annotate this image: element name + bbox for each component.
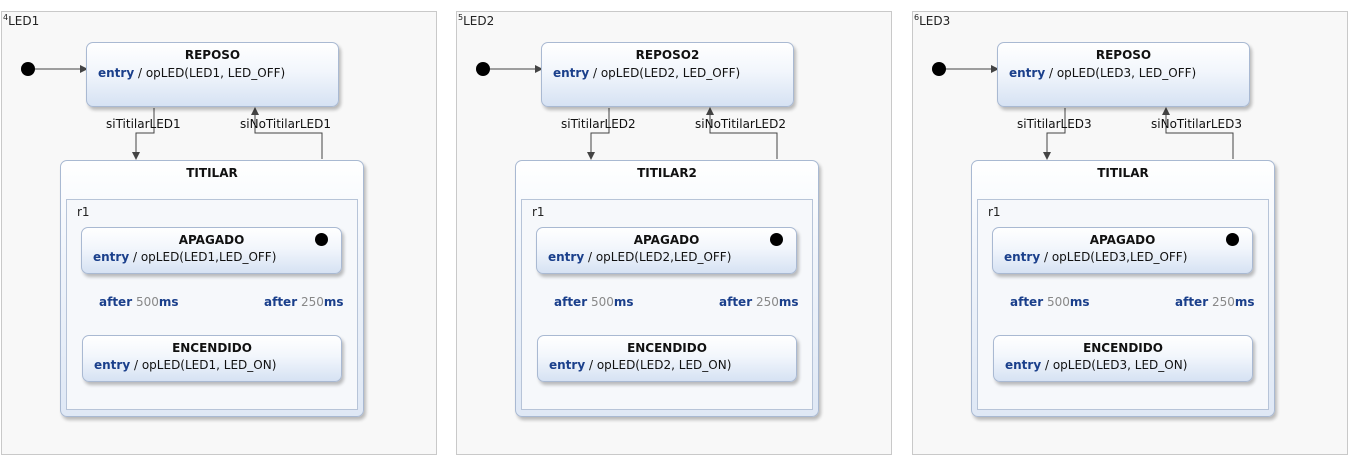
initial-state-dot[interactable]: [315, 233, 328, 246]
region-title: 4LED1: [3, 13, 40, 28]
entry-action: entry / opLED(LED2, LED_OFF): [553, 66, 741, 80]
initial-state-dot[interactable]: [476, 62, 490, 76]
state-name: REPOSO2: [635, 48, 700, 62]
initial-state-dot[interactable]: [1226, 233, 1239, 246]
region-led2[interactable]: 5LED2 REPOSO2 entry / opLED(LED2, LED_OF…: [456, 11, 892, 455]
state-encendido[interactable]: ENCENDIDO entry / opLED(LED2, LED_ON): [537, 335, 797, 382]
transition-label-after-250[interactable]: after 250ms: [264, 295, 344, 309]
region-title: 5LED2: [458, 13, 495, 28]
inner-region-label: r1: [77, 205, 90, 219]
state-name: REPOSO: [184, 48, 241, 62]
state-apagado[interactable]: APAGADO entry / opLED(LED2,LED_OFF): [536, 227, 797, 274]
state-reposo[interactable]: REPOSO entry / opLED(LED3, LED_OFF): [997, 42, 1250, 107]
initial-state-dot[interactable]: [932, 62, 946, 76]
state-name: TITILAR: [1097, 166, 1149, 180]
transition-label-after-500[interactable]: after 500ms: [1010, 295, 1090, 309]
transition-label-after-250[interactable]: after 250ms: [719, 295, 799, 309]
transition-label-to-titilar[interactable]: siTitilarLED3: [1017, 117, 1092, 131]
entry-action: entry / opLED(LED3, LED_OFF): [1009, 66, 1197, 80]
transition-label-after-250[interactable]: after 250ms: [1175, 295, 1255, 309]
state-name: APAGADO: [633, 233, 700, 247]
state-name: ENCENDIDO: [1083, 341, 1163, 355]
state-name: TITILAR: [186, 166, 238, 180]
state-name: REPOSO: [1095, 48, 1152, 62]
region-led3[interactable]: 6LED3 REPOSO entry / opLED(LED3, LED_OFF…: [912, 11, 1348, 455]
entry-action: entry / opLED(LED3,LED_OFF): [1004, 250, 1188, 264]
entry-action: entry / opLED(LED3, LED_ON): [1005, 358, 1188, 372]
state-name: APAGADO: [178, 233, 245, 247]
region-title: 6LED3: [914, 13, 951, 28]
state-encendido[interactable]: ENCENDIDO entry / opLED(LED3, LED_ON): [993, 335, 1253, 382]
entry-action: entry / opLED(LED2,LED_OFF): [548, 250, 732, 264]
entry-action: entry / opLED(LED1, LED_OFF): [98, 66, 286, 80]
transition-label-after-500[interactable]: after 500ms: [99, 295, 179, 309]
transition-label-to-titilar[interactable]: siTitilarLED1: [106, 117, 181, 131]
transition-label-to-reposo[interactable]: siNoTitilarLED1: [240, 117, 332, 131]
inner-region-label: r1: [532, 205, 545, 219]
state-name: APAGADO: [1089, 233, 1156, 247]
transition-label-to-reposo[interactable]: siNoTitilarLED3: [1151, 117, 1243, 131]
state-name: TITILAR2: [637, 166, 697, 180]
transition-label-after-500[interactable]: after 500ms: [554, 295, 634, 309]
initial-state-dot[interactable]: [21, 62, 35, 76]
entry-action: entry / opLED(LED1, LED_ON): [94, 358, 277, 372]
state-apagado[interactable]: APAGADO entry / opLED(LED1,LED_OFF): [81, 227, 342, 274]
state-name: ENCENDIDO: [627, 341, 707, 355]
state-reposo2[interactable]: REPOSO2 entry / opLED(LED2, LED_OFF): [541, 42, 794, 107]
inner-region-label: r1: [988, 205, 1001, 219]
initial-state-dot[interactable]: [770, 233, 783, 246]
entry-action: entry / opLED(LED1,LED_OFF): [93, 250, 277, 264]
state-name: ENCENDIDO: [172, 341, 252, 355]
entry-action: entry / opLED(LED2, LED_ON): [549, 358, 732, 372]
transition-label-to-titilar[interactable]: siTitilarLED2: [561, 117, 636, 131]
region-led1[interactable]: 4LED1 REPOSO entry / opLED(LED1, LED_OFF…: [1, 11, 437, 455]
transition-label-to-reposo[interactable]: siNoTitilarLED2: [695, 117, 787, 131]
state-reposo[interactable]: REPOSO entry / opLED(LED1, LED_OFF): [86, 42, 339, 107]
state-apagado[interactable]: APAGADO entry / opLED(LED3,LED_OFF): [992, 227, 1253, 274]
state-encendido[interactable]: ENCENDIDO entry / opLED(LED1, LED_ON): [82, 335, 342, 382]
